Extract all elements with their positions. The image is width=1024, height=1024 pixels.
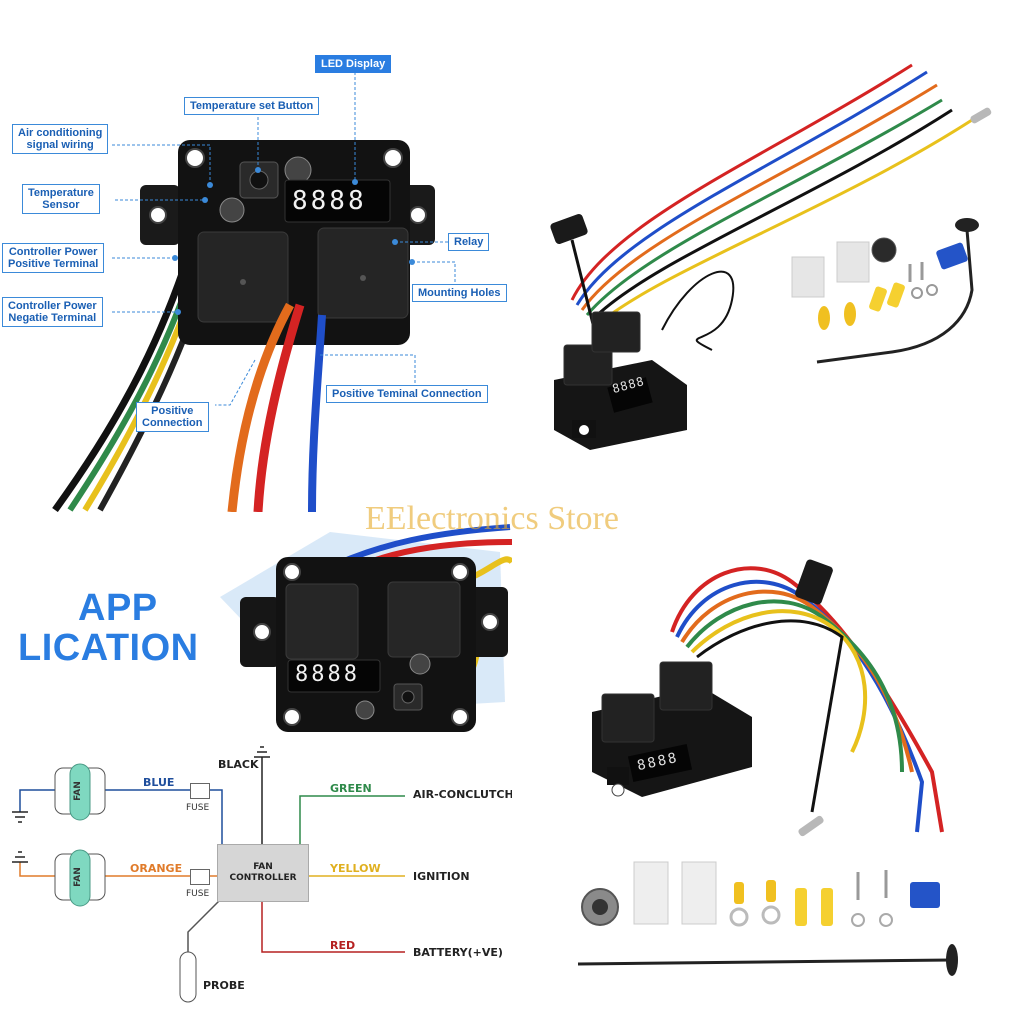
wiring-diagram (12, 746, 405, 1003)
labeled-controller-photo: 8888 LED Display Temperature set Button … (0, 0, 512, 512)
application-title-line1: APP (78, 587, 158, 629)
callout-power-negative-line1: Controller Power (8, 300, 97, 312)
callout-mounting-holes: Mounting Holes (412, 284, 507, 302)
callout-temperature-sensor: Temperature Sensor (22, 184, 100, 214)
led-display-digits: 8888 (292, 186, 367, 216)
callout-relay: Relay (448, 233, 490, 251)
callout-temp-sensor-line1: Temperature (28, 187, 94, 199)
callout-power-negative: Controller Power Negatie Terminal (2, 297, 103, 327)
callout-positive-connection-line1: Positive (151, 405, 194, 417)
label-fuse-2: FUSE (186, 889, 210, 899)
callout-led-display: LED Display (315, 55, 392, 73)
callout-positive-connection: Positive Connection (136, 402, 209, 432)
label-air-conclutch: AIR-CONCLUTCH (413, 788, 512, 801)
label-battery: BATTERY(+VE) (413, 946, 503, 959)
callout-temp-sensor-line2: Sensor (42, 199, 80, 211)
callout-power-positive-line1: Controller Power (8, 246, 98, 258)
fuse-orange (190, 869, 210, 885)
callout-temperature-button: Temperature set Button (184, 97, 320, 115)
label-orange: ORANGE (130, 862, 183, 875)
callout-air-conditioning-line2: signal wiring (26, 139, 94, 151)
product-kit-photo: 8888 (512, 0, 1024, 512)
callout-positive-terminal-connection: Positive Teminal Connection (326, 385, 488, 403)
label-probe: PROBE (203, 979, 245, 992)
product-kit-illustration (550, 63, 992, 450)
callout-power-positive: Controller Power Positive Terminal (2, 243, 105, 273)
fan-label-2: FAN (72, 867, 83, 887)
controller-line2: CONTROLLER (229, 873, 297, 883)
label-blue: BLUE (143, 776, 175, 789)
application-title: APP LICATION (18, 588, 199, 668)
callout-power-negative-line2: Negatie Terminal (8, 312, 97, 324)
callout-power-positive-line2: Positive Terminal (8, 258, 99, 270)
diagram-led-digits: 8888 (295, 662, 360, 687)
product-parts-photo: 8888 (512, 512, 1024, 1024)
controller-illustration (52, 72, 456, 512)
application-diagram-panel: 8888 APP LICATION (0, 512, 512, 1024)
product-parts-illustration (577, 559, 958, 976)
label-green: GREEN (330, 782, 372, 795)
controller-top-view (220, 524, 512, 732)
fuse-blue (190, 783, 210, 799)
application-title-line2: LICATION (18, 627, 199, 669)
callout-air-conditioning-line1: Air conditioning (18, 127, 103, 139)
controller-line1: FAN (253, 862, 273, 872)
label-ignition: IGNITION (413, 870, 470, 883)
callout-positive-connection-line2: Connection (142, 417, 203, 429)
label-black: BLACK (218, 758, 259, 771)
label-fuse-1: FUSE (186, 803, 210, 813)
store-watermark: EElectronics Store (365, 500, 619, 537)
fan-label-1: FAN (72, 781, 83, 801)
label-red: RED (330, 939, 356, 952)
fan-controller-box: FAN CONTROLLER (217, 844, 309, 902)
callout-air-conditioning: Air conditioning signal wiring (12, 124, 109, 154)
label-yellow: YELLOW (330, 862, 381, 875)
